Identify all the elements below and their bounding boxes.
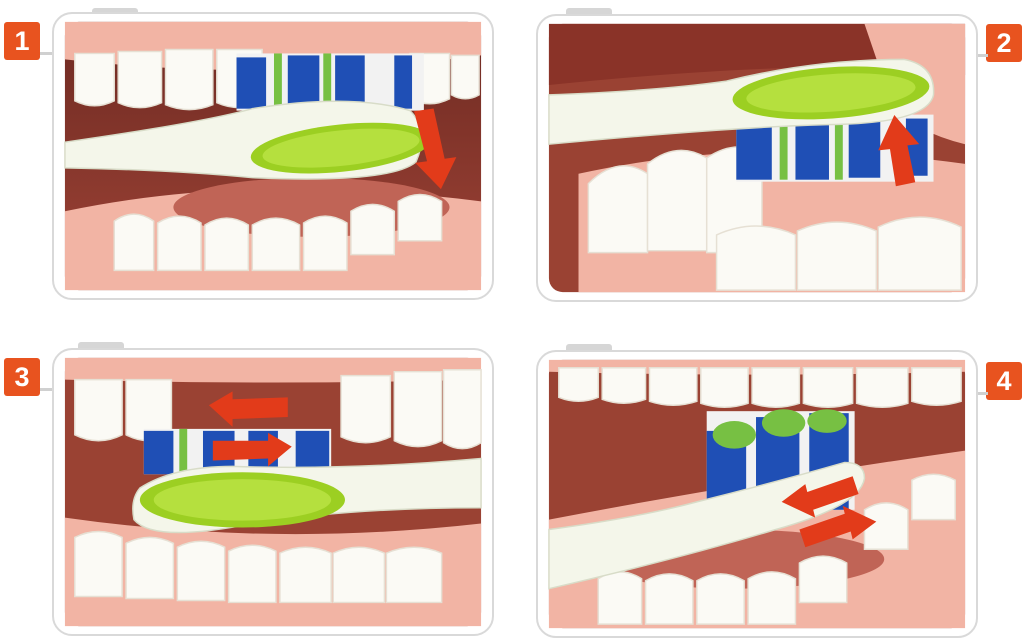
step-2-panel — [536, 14, 978, 302]
step-4-illustration — [538, 352, 976, 636]
step-2-badge: 2 — [986, 24, 1022, 62]
teeth-icon — [559, 368, 961, 407]
step-4-panel — [536, 350, 978, 638]
step-3-badge: 3 — [4, 358, 40, 396]
step-1-panel — [52, 12, 494, 300]
step-1-badge: 1 — [4, 22, 40, 60]
step-4-badge: 4 — [986, 362, 1022, 400]
step-3-panel — [52, 348, 494, 636]
step-2-illustration — [538, 16, 976, 300]
step-1-illustration — [54, 14, 492, 298]
step-3-illustration — [54, 350, 492, 634]
